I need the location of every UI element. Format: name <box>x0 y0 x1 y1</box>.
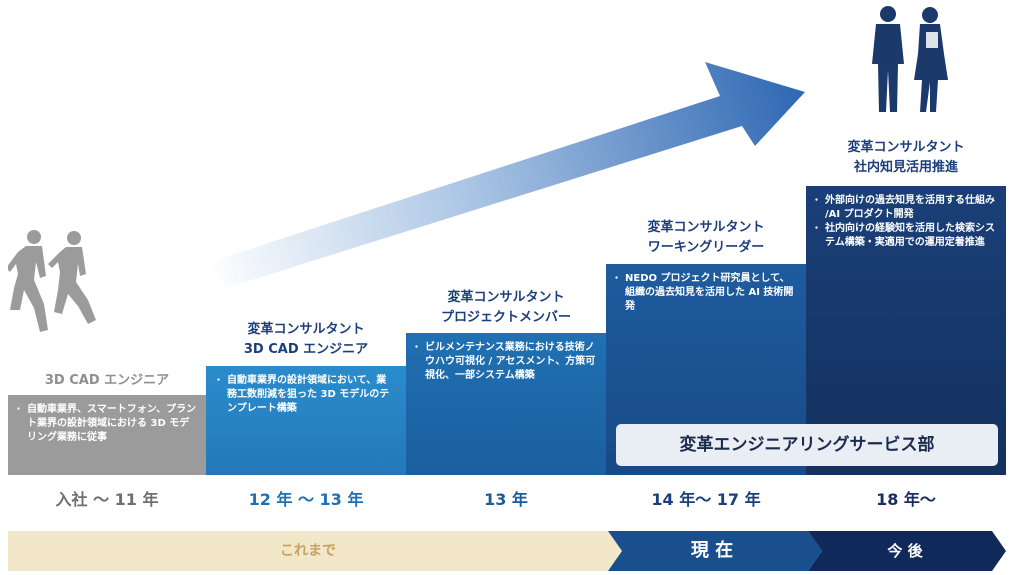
stage-3-title: 変革コンサルタント プロジェクトメンバー <box>440 290 571 325</box>
stage-3-bullet: ビルメンテナンス業務における技術ノウハウ可視化 / アセスメント、方策可視化、一… <box>412 341 598 383</box>
running-people-icon <box>8 230 96 332</box>
stage-5-period: 18 年〜 <box>876 490 936 509</box>
stage-2-title: 変革コンサルタント 3D CAD エンジニア <box>243 322 369 357</box>
department-label: 変革エンジニアリングサービス部 <box>616 424 998 466</box>
business-people-icon <box>872 6 948 112</box>
stage-2-period: 12 年 〜 13 年 <box>248 490 364 509</box>
stage-1-title: 3D CAD エンジニア <box>44 373 170 388</box>
timeline-now-label: 現 在 <box>690 540 734 561</box>
stage-1-block: 自動車業界、スマートフォン、プラント業界の設計領域における 3D モデリング業務… <box>8 395 206 475</box>
stage-1-period: 入社 〜 11 年 <box>55 490 159 509</box>
stage-4-bullet: NEDO プロジェクト研究員として、組織の過去知見を活用した AI 技術開発 <box>612 272 798 314</box>
stage-3-block: ビルメンテナンス業務における技術ノウハウ可視化 / アセスメント、方策可視化、一… <box>406 333 606 475</box>
stage-2-block: 自動車業界の設計領域において、業務工数削減を狙った 3D モデルのテンプレート構… <box>206 366 406 475</box>
stage-1-bullet: 自動車業界、スマートフォン、プラント業界の設計領域における 3D モデリング業務… <box>14 403 198 445</box>
stage-4-title: 変革コンサルタント ワーキングリーダー <box>647 220 765 255</box>
stage-4-period: 14 年〜 17 年 <box>651 490 761 509</box>
stage-5-bullet-1: 外部向けの過去知見を活用する仕組み /AI プロダクト開発 <box>812 194 998 222</box>
stage-5-bullet-2: 社内向けの経験知を活用した検索システム構築・実適用での運用定着推進 <box>812 222 998 250</box>
timeline-past-label: これまで <box>280 543 336 559</box>
stage-2-bullet: 自動車業界の設計領域において、業務工数削減を狙った 3D モデルのテンプレート構… <box>214 374 396 416</box>
timeline-bar <box>8 531 1006 571</box>
timeline-future-label: 今 後 <box>887 542 923 560</box>
stage-3-period: 13 年 <box>484 490 528 509</box>
stage-5-title: 変革コンサルタント 社内知見活用推進 <box>847 140 965 175</box>
